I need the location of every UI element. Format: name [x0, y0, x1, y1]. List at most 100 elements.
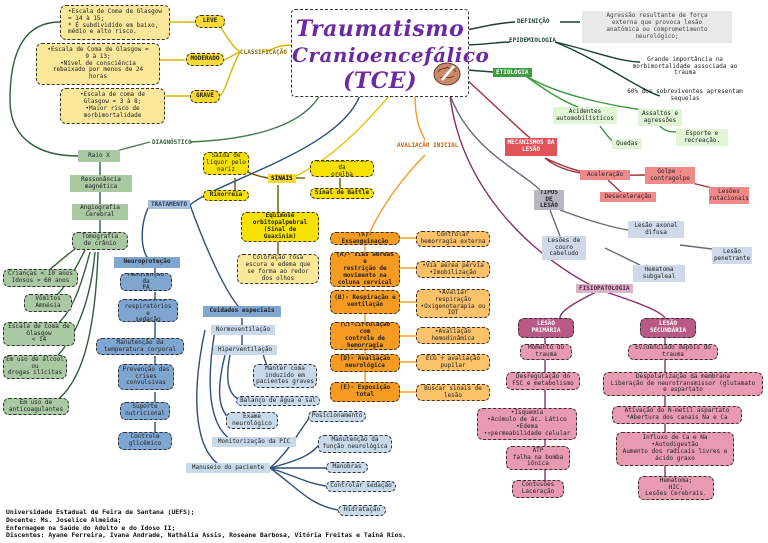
- tratamento-label: TRATAMENTO: [148, 200, 191, 209]
- neuro-glicemico: Controle glicêmico: [118, 432, 172, 450]
- hematoma-orelha-box: Hematoma atrás da orelha: [310, 160, 374, 177]
- etiologia-esporte: Esporte e recreação.: [676, 129, 728, 146]
- balanco-box: Balanço de água e sal: [236, 396, 320, 406]
- manuseio-box: Manuseio do paciente: [186, 463, 270, 473]
- exame-neurologico-box: Exame neurológico: [226, 412, 278, 429]
- rinorreia-box: Rinorréia: [203, 190, 249, 201]
- battle-box: Sinal de Battle: [310, 188, 374, 199]
- title-line-1: Traumatismo: [295, 16, 465, 42]
- step-d: (D)- Avaliação neurológica: [330, 354, 400, 372]
- secundaria-n-metil: Ativação do N-metil aspartato *Abertura …: [612, 406, 742, 424]
- diag-angiografia: Angiografia Cerebral: [72, 204, 128, 220]
- secundaria-influxo: Influxo de Ca e Na •Autodigestão Aumento…: [616, 432, 734, 466]
- manuseio-hidratacao: Hidratação: [338, 505, 386, 516]
- title-box: Traumatismo Cranioencefálico (TCE): [291, 9, 490, 97]
- liquor-box: Saída de líquor pelo nariz: [203, 152, 249, 175]
- action-x: Controlar hemorragia externa: [416, 231, 490, 247]
- tipos-label: TIPOS DE LESÃO: [534, 190, 564, 210]
- step-c: (C)-Circulação com controle de hemorragi…: [330, 322, 400, 350]
- leve-description: •Escala de Coma de Glasgow = 14 à 15; * …: [60, 5, 170, 40]
- definicao-text: Agressão resultante de força externa que…: [582, 11, 732, 43]
- neuro-convulsoes: Prevenção das crises convulsivas: [118, 364, 174, 390]
- title-line-2: Cranioencefálico: [292, 43, 490, 67]
- epidemiologia-text-1: Grande importância na morbimortalidade a…: [632, 55, 738, 77]
- footer-line-1: Universidade Estadual de Feira de Santan…: [6, 508, 195, 516]
- tipo-couro: Lesões de couro cabeludo: [542, 236, 586, 260]
- footer: Universidade Estadual de Feira de Santan…: [6, 508, 407, 540]
- manuseio-sedacao: Controlar sedação: [326, 481, 396, 492]
- title-line-3: (TCE): [343, 68, 417, 94]
- mec-golpe: Golpe - contragolpe: [645, 167, 695, 184]
- diag-tomografia: Tomografia de crânio: [72, 232, 128, 250]
- tomo-idade: Crianças < 10 anos Idosos > 60 anos: [3, 269, 78, 287]
- grave-tag: GRAVE: [190, 90, 220, 103]
- secundaria-hematoma: Hematoma; HIC; Lesões Cerebrais.: [638, 476, 714, 500]
- mec-desaceleracao: Desaceleração: [600, 192, 656, 202]
- primaria-isquemia: •Isquemia •Acúmulo de ác. Lático •Edema …: [477, 408, 577, 440]
- etiologia-label: ETIOLOGIA: [493, 68, 532, 77]
- diag-raio-x: Raio X: [78, 150, 120, 162]
- step-x: (X)- Exsanguinação: [330, 232, 400, 245]
- etiologia-acidentes: Acidentes automobilísticos: [553, 107, 617, 124]
- epidemiologia-label: EPIDEMIOLOGIA: [509, 37, 556, 44]
- neuro-respiratorios: Parâmetros respiratórios e sedação: [118, 299, 178, 322]
- fisiopatologia-label: FISIOPATOLOGIA: [576, 284, 633, 293]
- coloracao-box: Coloração rosa escura e edema que se for…: [237, 254, 319, 284]
- tipo-subgaleal: Hematoma subgaleal: [633, 265, 685, 282]
- primaria-atp: ATP falha na bomba iônica: [506, 446, 570, 470]
- equimose-box: Equimose orbitopalpebral (Sinal de Guaxi…: [241, 212, 319, 242]
- action-e: Buscar sinais de lesão: [416, 384, 490, 401]
- moderado-tag: MODERADO: [186, 53, 224, 66]
- manuseio-funcao: Manutenção da função neurológica: [318, 435, 392, 453]
- step-e: (E)- Exposição total: [330, 382, 400, 402]
- normoventilacao-box: Normoventilação: [211, 325, 275, 335]
- etiologia-quedas: Quedas: [612, 139, 642, 149]
- classificacao-label: CLASSIFICAÇÃO: [240, 49, 287, 56]
- footer-line-3: Enfermagem na Saúde do Adulto e do Idoso…: [6, 523, 176, 532]
- footer-line-4: Discentes: Ayane Ferreira, Ivana Andrade…: [6, 531, 407, 540]
- tipo-penetrante: Lesão penetrante: [712, 247, 752, 264]
- action-a: •Via aérea pérvia •Imobilização: [416, 261, 490, 278]
- manuseio-manobras: Manobras: [326, 462, 368, 473]
- moderado-description: •Escala de Coma de Glasgow = 9 à 13; •Ní…: [36, 43, 160, 85]
- tomo-alcool: Em uso de álcool ou drogas ilícitas: [3, 355, 67, 379]
- brain-icon: [433, 62, 461, 86]
- manuseio-posicionamento: Posicionamento: [308, 411, 366, 422]
- hiperventilacao-box: Hiperventilação: [213, 345, 277, 355]
- secundaria-despolarizacao: Despolarização da membrana Liberação de …: [603, 372, 763, 396]
- cuidados-especiais-box: Cuidados especiais: [203, 306, 281, 317]
- action-b: •Avaliar respiração •Oxigenoterapia ou I…: [416, 289, 490, 318]
- manter-coma-box: Manter coma induzido em pacientes graves: [253, 364, 317, 388]
- tipo-axonal: Lesão axonal difusa: [628, 221, 684, 238]
- tomo-glasgow: Escala de Coma de Glasgow < 14: [3, 322, 75, 346]
- step-a: (A)- Vias aéreas e restrição de moviment…: [330, 252, 400, 287]
- monitor-pic-box: Monitorização da PIC: [212, 437, 296, 447]
- mec-rotacionais: Lesões rotacionais: [709, 187, 749, 204]
- definicao-label: DEFINIÇÃO: [517, 18, 550, 25]
- primaria-momento: Momento do trauma: [520, 344, 572, 360]
- tomo-vomitos: Vômitos Amnésia: [24, 294, 72, 312]
- action-c: •Avaliação hemodinâmica: [416, 327, 490, 344]
- footer-line-2: Docente: Ms. Joselice Almeida;: [6, 515, 122, 524]
- secundaria-evidenciado: Evidenciado depois do trauma: [628, 344, 718, 360]
- step-b: (B)- Respiração e ventilação: [330, 290, 400, 314]
- neuro-nutricional: Suporte nutricional: [120, 402, 170, 420]
- diagnostico-label: DIAGNÓSTICO: [152, 139, 192, 146]
- diag-ressonancia: Ressonância magnética: [70, 175, 132, 192]
- sinais-label: SINAIS: [268, 174, 296, 183]
- neuro-pa: Manutenção da PA: [120, 273, 172, 291]
- neuro-temperatura: Manutenção da temperatura corporal: [96, 338, 184, 355]
- grave-description: •Escala de coma de Glasgow = 3 à 8; •Mai…: [60, 88, 165, 124]
- action-d: ECG + avaliação pupilar: [416, 354, 490, 371]
- leve-tag: LEVE: [195, 15, 225, 28]
- mecanismos-label: MECANISMOS DA LESÃO: [505, 138, 557, 156]
- lesao-secundaria: LESÃO SECUNDÁRIA: [640, 318, 696, 338]
- primaria-fsc: Desregulação do FSC e metabolismo: [506, 372, 580, 390]
- avaliacao-label: AVALIAÇÃO INICIAL: [397, 142, 459, 149]
- primaria-contusoes: Contusões Laceração: [512, 480, 564, 498]
- etiologia-assaltos: Assaltos e agressões: [638, 109, 682, 126]
- epidemiologia-text-2: 60% dos sobreviventes apresentam sequela…: [627, 88, 743, 102]
- neuroprotecao-box: Neuroproteção: [114, 257, 180, 268]
- tomo-anticoagulantes: Em uso de anticoagulantes: [3, 398, 69, 415]
- lesao-primaria: LESÃO PRIMÁRIA: [518, 318, 574, 338]
